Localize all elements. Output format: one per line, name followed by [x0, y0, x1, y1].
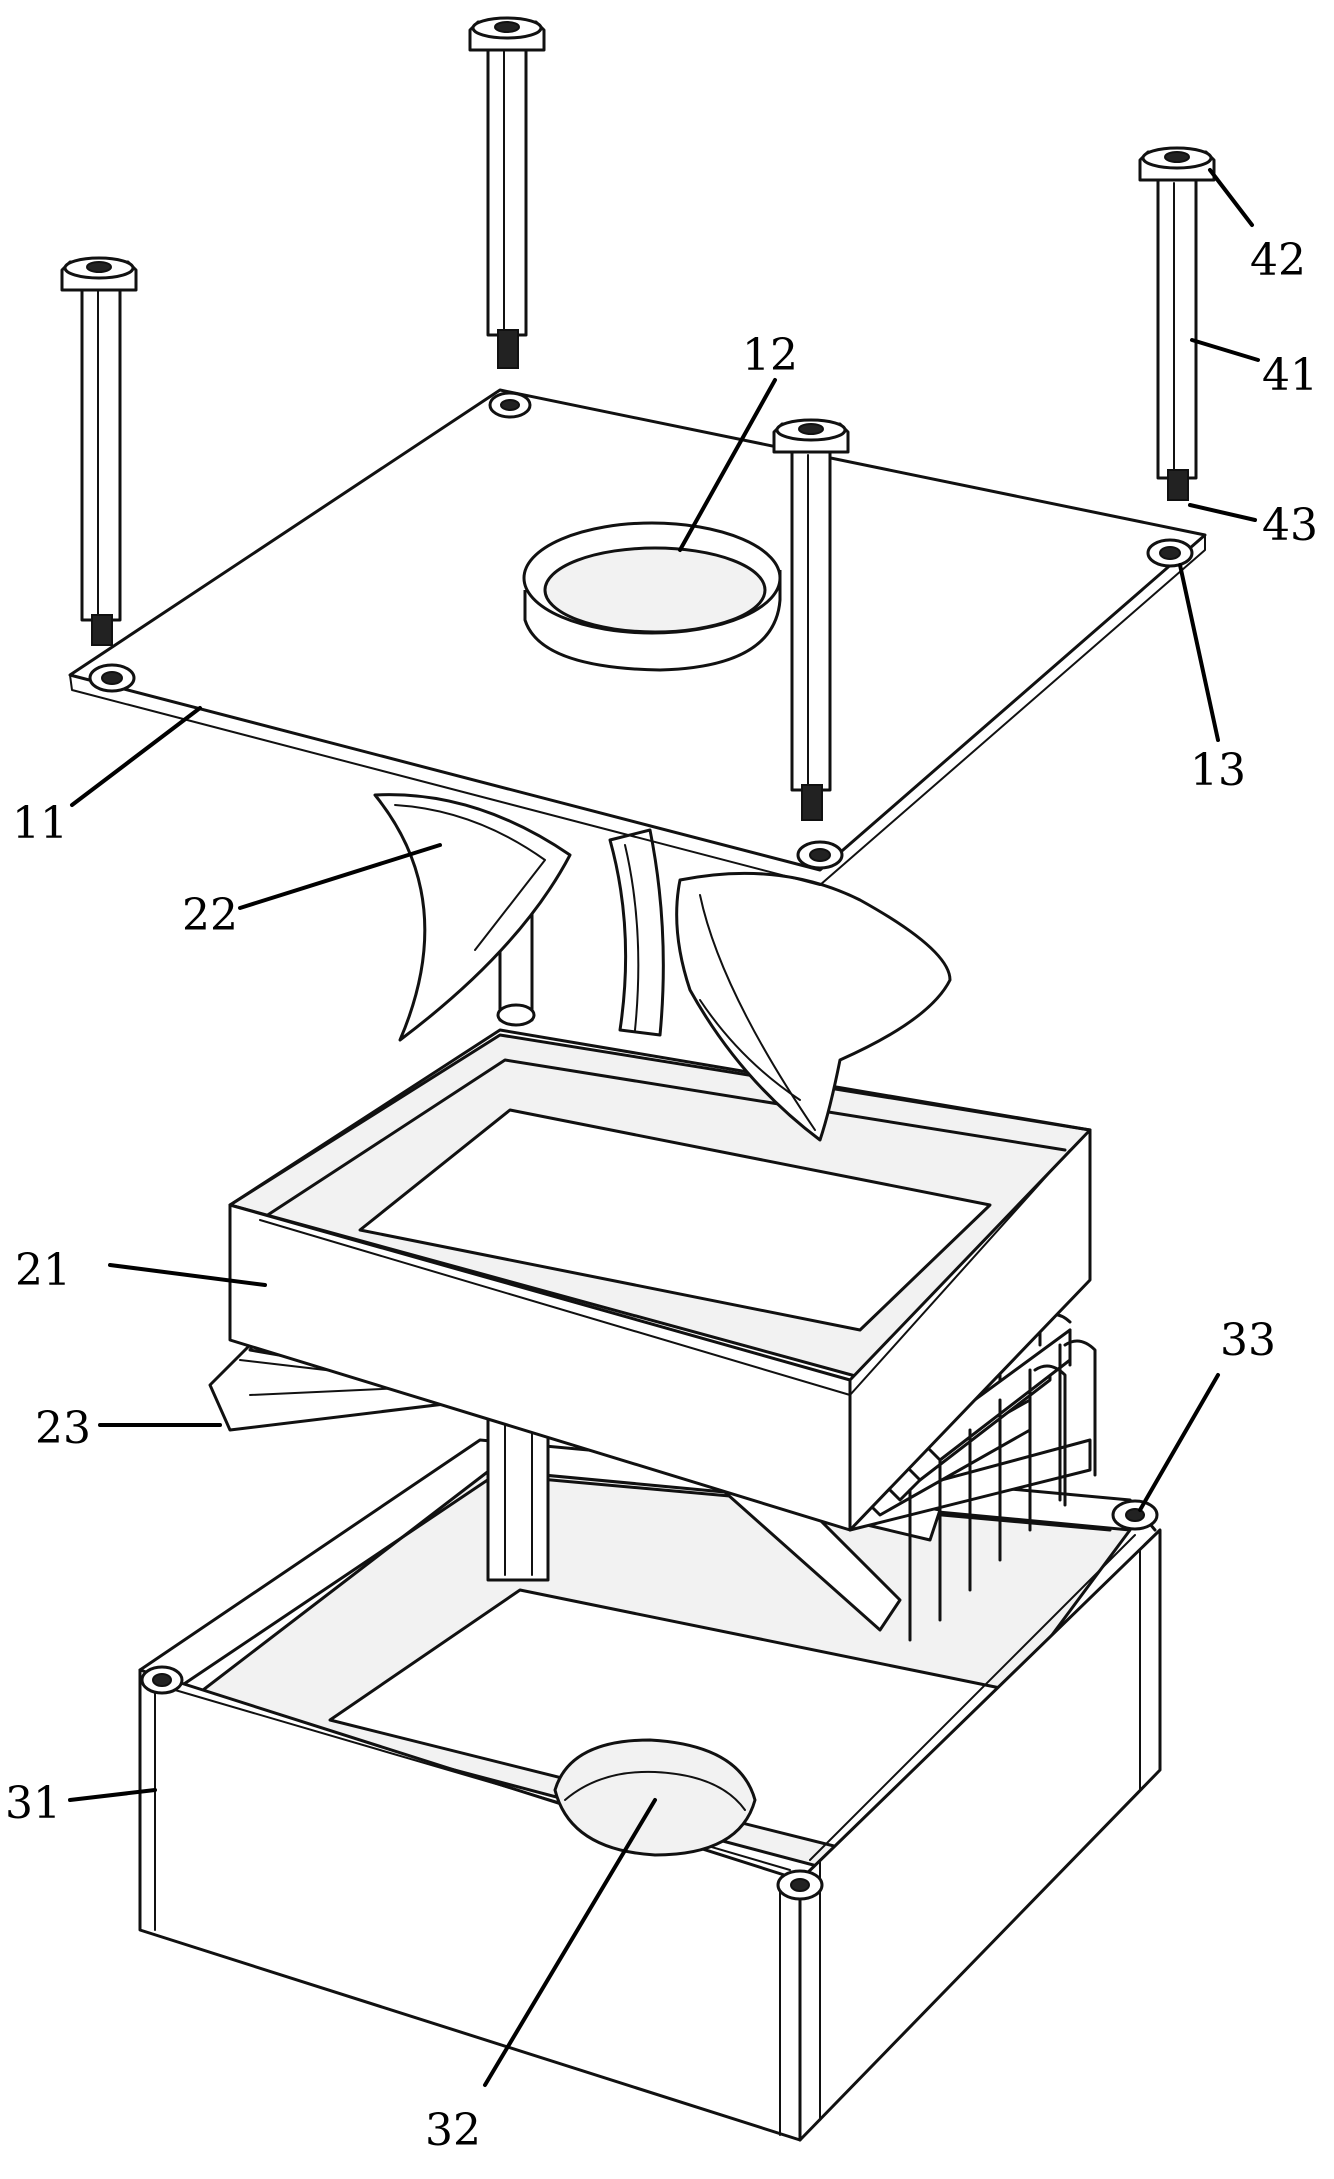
bolt-left [60, 256, 138, 646]
upper-blades [373, 793, 952, 1142]
label-43: 43 [1262, 500, 1318, 551]
part-labels: 11 12 13 21 22 23 31 32 33 41 42 43 [5, 235, 1318, 2156]
label-31: 31 [5, 1778, 61, 1829]
base-box [138, 1438, 1162, 2142]
label-13: 13 [1190, 745, 1246, 796]
bolt-front [772, 418, 850, 821]
label-21: 21 [15, 1245, 71, 1296]
bolt-right [1138, 146, 1216, 501]
label-11: 11 [12, 798, 68, 849]
label-33: 33 [1220, 1315, 1276, 1366]
label-42: 42 [1250, 235, 1306, 286]
label-32: 32 [425, 2105, 481, 2156]
top-plate [68, 388, 1207, 886]
middle-tray [228, 1028, 1092, 1532]
label-22: 22 [182, 890, 238, 941]
leader-lines [68, 168, 1260, 2087]
label-41: 41 [1262, 350, 1318, 401]
label-12: 12 [742, 330, 798, 381]
bolt-back [468, 16, 546, 369]
label-23: 23 [35, 1403, 91, 1454]
